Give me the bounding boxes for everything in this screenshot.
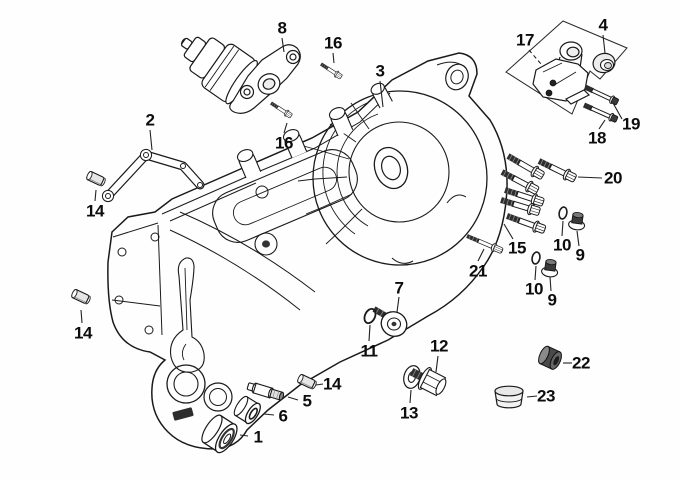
nut-9-upper-drawing <box>567 210 587 232</box>
leader-1 <box>239 434 249 437</box>
leader-3 <box>379 80 384 108</box>
bushing-22-drawing <box>538 345 562 370</box>
bolt-21-drawing <box>464 231 505 256</box>
leader-9-lower <box>549 276 552 292</box>
leader-5 <box>287 396 299 401</box>
leader-18 <box>598 119 606 130</box>
seal-6-drawing <box>233 395 261 425</box>
leader-15 <box>503 223 514 240</box>
dowel-pin-14-lower-left-drawing <box>70 288 92 306</box>
leader-16-bottom <box>283 122 288 134</box>
bolt-12-drawing <box>409 367 447 397</box>
screw-7-drawing <box>372 306 408 337</box>
leader-10-upper <box>561 220 564 237</box>
leader-lines <box>80 34 623 437</box>
leader-4 <box>602 34 606 54</box>
leader-17 <box>528 49 542 65</box>
bushing-4-drawing <box>592 52 616 74</box>
nut-9-lower-drawing <box>540 257 560 279</box>
oring-10-upper-drawing <box>558 206 568 220</box>
bearing-1-drawing <box>201 414 238 454</box>
bolt-16-top-drawing <box>318 60 344 81</box>
leader-11 <box>368 324 371 342</box>
bolt-16-bottom-drawing <box>268 99 294 120</box>
group-17-outline <box>505 20 628 115</box>
bracket-17-drawing <box>532 41 591 105</box>
leader-8 <box>281 37 285 53</box>
leader-2 <box>149 129 153 151</box>
plug-23-drawing <box>494 385 524 409</box>
leader-10-lower <box>534 265 537 281</box>
starter-motor-drawing <box>180 36 301 114</box>
leader-6 <box>263 413 275 416</box>
oring-10-lower-drawing <box>531 251 541 265</box>
leader-14-upper-left <box>94 189 97 202</box>
leader-7 <box>396 296 400 313</box>
leader-19 <box>612 102 623 120</box>
pin-5-drawing <box>246 382 285 401</box>
crankcase-drawing <box>107 52 508 450</box>
dowel-pin-14-upper-left-drawing <box>85 170 107 188</box>
stud-18-drawing <box>581 100 620 124</box>
leader-14-lower-left <box>80 309 83 324</box>
leader-13 <box>409 389 412 404</box>
leader-23 <box>526 395 538 398</box>
gasket-drawing <box>101 148 205 203</box>
bolt-20-drawing <box>535 155 579 185</box>
leader-9-upper <box>576 230 580 247</box>
leader-12 <box>435 355 439 373</box>
oring-11-drawing <box>363 307 377 325</box>
leader-14-right <box>315 383 324 386</box>
leader-16-top <box>332 52 335 64</box>
leader-20 <box>577 176 603 179</box>
leader-21 <box>477 248 485 262</box>
